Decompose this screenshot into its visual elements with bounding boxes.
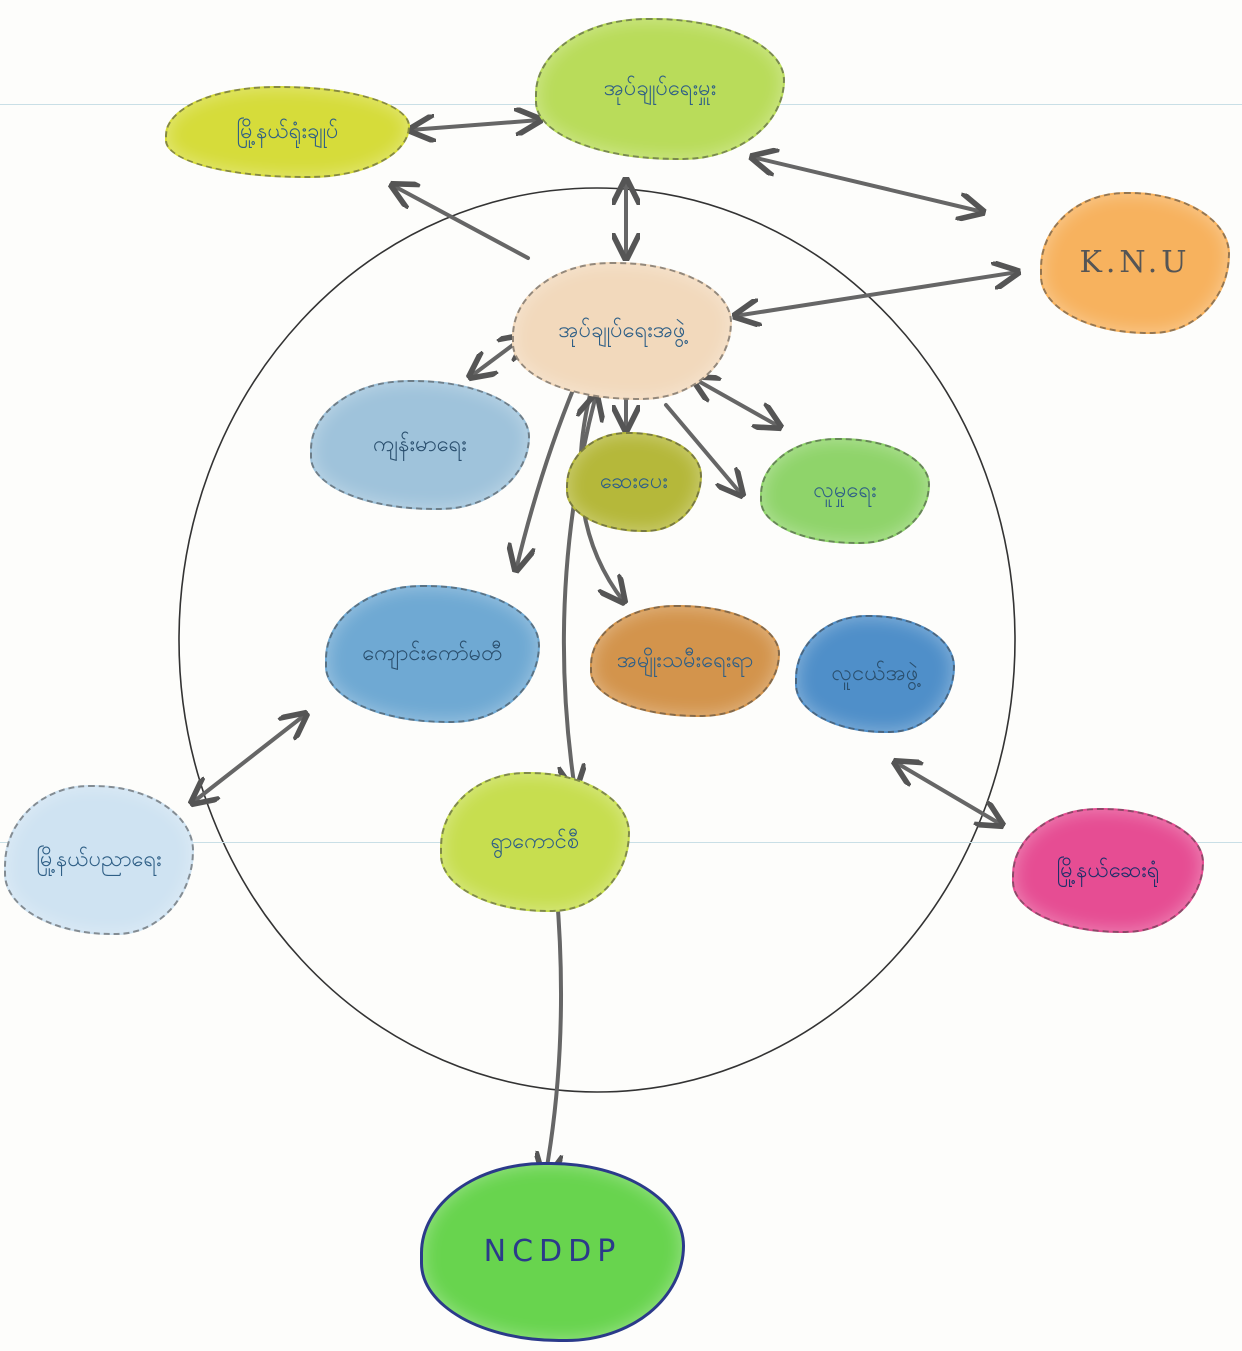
node-people-label: လူမှုရေး [813, 478, 877, 504]
node-township-police: မြို့နယ်ဆေးရုံ [1012, 808, 1204, 933]
arrow-committee-tract [392, 185, 530, 260]
community-boundary-circle [178, 187, 1016, 1093]
node-admin-dept: အုပ်ချုပ်ရေးမှူး [535, 18, 785, 160]
arrow-teachers-school [192, 714, 306, 803]
arrow-village-ncddp [545, 883, 561, 1178]
node-agriculture-label: ဆေးပေး [599, 469, 669, 495]
node-village-tract: မြို့နယ်ရုံးချုပ် [165, 86, 410, 178]
node-admin-committee: အုပ်ချုပ်ရေးအဖွဲ့ [512, 262, 732, 400]
node-health: ကျန်းမာရေး [310, 380, 530, 510]
node-ncddp: NCDDP [420, 1162, 685, 1342]
node-village-tract-label: မြို့နယ်ရုံးချုပ် [236, 119, 339, 145]
node-knu-label: K.N.U [1079, 245, 1191, 281]
node-township-police-label: မြို့နယ်ဆေးရုံ [1056, 857, 1160, 883]
node-agriculture: ဆေးပေး [566, 432, 702, 532]
node-township-teachers-label: မြို့နယ်ပညာရေး [36, 847, 162, 873]
arrow-committee-people-2 [664, 403, 742, 495]
node-township-teachers: မြို့နယ်ပညာရေး [4, 785, 194, 935]
arrow-committee-people [693, 378, 780, 427]
node-women-label: အမျိုးသမီးရေးရာ [616, 648, 754, 674]
arrow-committee-knu [735, 272, 1018, 316]
node-school-label: ကျောင်းကော်မတီ [362, 641, 503, 667]
node-knu: K.N.U [1040, 192, 1230, 334]
arrow-tract-admin [410, 120, 540, 130]
arrow-police-youth [895, 762, 1002, 825]
node-health-label: ကျန်းမာရေး [373, 432, 467, 458]
node-school: ကျောင်းကော်မတီ [325, 585, 540, 723]
node-ncddp-label: NCDDP [483, 1234, 622, 1270]
node-women: အမျိုးသမီးရေးရာ [590, 605, 780, 717]
arrow-admin-knu [752, 157, 983, 212]
node-village-dev-label: ရွာကောင်စီ [490, 829, 580, 855]
node-people: လူမှုရေး [760, 438, 930, 544]
node-admin-committee-label: အုပ်ချုပ်ရေးအဖွဲ့ [558, 318, 686, 344]
node-village-dev: ရွာကောင်စီ [440, 772, 630, 912]
node-youth-label: လူငယ်အဖွဲ့ [831, 661, 919, 687]
node-youth: လူငယ်အဖွဲ့ [795, 615, 955, 733]
node-admin-dept-label: အုပ်ချုပ်ရေးမှူး [603, 76, 717, 102]
